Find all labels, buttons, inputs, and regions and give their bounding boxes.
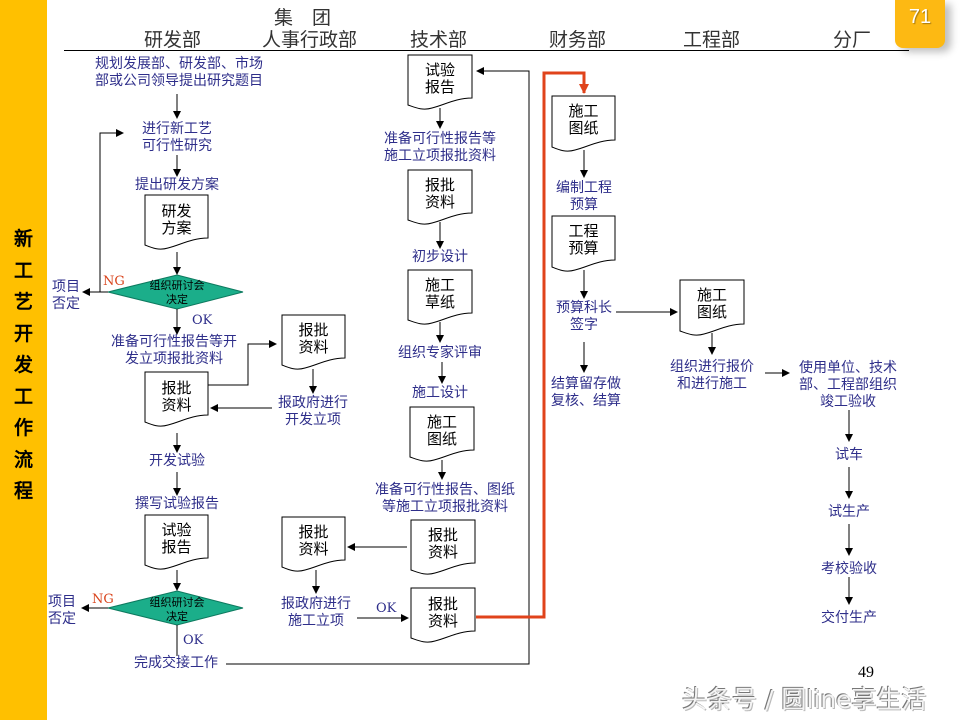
title-char: 工	[13, 385, 33, 408]
reject-label-1: 项目否定	[52, 279, 80, 312]
column-header-tech: 技术部	[410, 29, 468, 51]
step-trial-run: 试车	[835, 447, 863, 463]
title-char: 开	[13, 322, 33, 345]
doc-tech-approval-1: 报批资料	[424, 176, 455, 211]
doc-tech-approval-3: 报批资料	[427, 595, 458, 630]
column-header-branch: 分厂	[833, 29, 872, 51]
doc-shape-hr-approval1	[281, 314, 346, 370]
header-divider	[64, 50, 909, 51]
ok-label-2: OK	[183, 633, 204, 648]
title-char: 艺	[13, 291, 33, 313]
doc-shape-eng-drawing	[679, 279, 745, 336]
doc-rd-report: 试验报告	[161, 521, 192, 556]
doc-shape-finance-budget	[551, 215, 616, 272]
step-feasibility-research: 进行新工艺可行性研究	[142, 121, 212, 154]
column-header-group: 集 团	[274, 7, 332, 29]
doc-hr-approval-1: 报批资料	[298, 321, 329, 356]
doc-tech-draft: 施工草纸	[424, 276, 455, 311]
title-char: 新	[13, 228, 33, 250]
doc-shape-tech-approval2	[410, 519, 476, 575]
decision-2-label: 组织研讨会决定	[149, 596, 205, 623]
doc-shape-tech-approval3	[410, 587, 476, 643]
doc-finance-drawing: 施工图纸	[568, 102, 599, 137]
doc-shape-tech-draft	[407, 269, 473, 325]
ng-label-1: NG	[103, 274, 125, 289]
page-number: 49	[858, 664, 874, 681]
step-quote-construct: 组织进行报价和进行施工	[670, 359, 754, 392]
step-expert-review: 组织专家评审	[398, 345, 482, 361]
doc-shape-tech-report	[407, 54, 473, 110]
step-construction-design: 施工设计	[412, 385, 468, 401]
doc-tech-report: 试验报告	[424, 61, 455, 96]
step-assessment: 考校验收	[821, 561, 877, 577]
doc-shape-rd-approval	[144, 371, 209, 427]
title-char: 流	[13, 448, 33, 471]
watermark: 头条号 / 圆line享生活	[682, 685, 927, 714]
column-header-finance: 财务部	[549, 29, 607, 51]
step-topic-proposal: 规划发展部、研发部、市场部或公司领导提出研究题目	[95, 56, 263, 89]
step-write-report: 撰写试验报告	[135, 496, 219, 512]
decision-1-label: 组织研讨会决定	[149, 279, 205, 306]
column-header-engineering: 工程部	[683, 29, 741, 51]
sidebar: 新 工 艺 开 发 工 作 流 程	[0, 0, 47, 720]
step-prepare-construct-docs: 准备可行性报告、图纸等施工立项报批资料	[375, 482, 515, 515]
doc-eng-drawing: 施工图纸	[696, 286, 727, 321]
reject-label-2: 项目否定	[48, 594, 76, 627]
step-handover: 完成交接工作	[134, 655, 218, 671]
step-prepare-dev-approval: 准备可行性报告等开发立项报批资料	[111, 334, 237, 367]
column-header-rd: 研发部	[144, 29, 202, 51]
doc-shape-rd-report	[144, 514, 209, 570]
doc-shape-rd-plan	[144, 194, 209, 250]
doc-hr-approval-2: 报批资料	[298, 523, 329, 558]
doc-tech-drawing: 施工图纸	[426, 413, 457, 448]
step-dev-test: 开发试验	[149, 453, 205, 469]
step-delivery: 交付生产	[821, 610, 877, 626]
ok-label-1: OK	[192, 313, 213, 328]
column-header-hr: 人事行政部	[262, 29, 358, 51]
step-budget-sign: 预算科长签字	[556, 300, 612, 333]
ng-label-2: NG	[92, 592, 114, 607]
step-budget-prep: 编制工程预算	[556, 180, 612, 213]
step-propose-plan: 提出研发方案	[135, 177, 219, 193]
title-char: 作	[13, 417, 33, 439]
title-char: 发	[13, 354, 33, 376]
step-prepare-construct-approval: 准备可行性报告等施工立项报批资料	[384, 131, 496, 164]
red-connector	[476, 71, 589, 619]
doc-rd-approval: 报批资料	[161, 379, 192, 414]
step-completion-acceptance: 使用单位、技术部、工程部组织竣工验收	[799, 360, 897, 410]
step-trial-production: 试生产	[828, 504, 870, 520]
doc-finance-budget: 工程预算	[568, 222, 599, 257]
doc-shape-finance-drawing	[551, 95, 616, 152]
step-gov-dev-approval: 报政府进行开发立项	[278, 395, 348, 428]
doc-shape-hr-approval2	[281, 516, 346, 572]
step-gov-construct-approval: 报政府进行施工立项	[281, 596, 351, 629]
doc-rd-plan: 研发方案	[161, 202, 192, 237]
doc-shape-tech-drawing	[409, 406, 475, 462]
title-char: 程	[13, 480, 33, 502]
title-char: 工	[13, 259, 33, 282]
doc-tech-approval-2: 报批资料	[427, 526, 458, 561]
slide-title: 新 工 艺 开 发 工 作 流 程	[0, 224, 47, 508]
slide-number-badge: 71	[895, 0, 945, 48]
step-settlement: 结算留存做复核、结算	[551, 376, 621, 409]
ok-label-hr: OK	[376, 601, 397, 616]
doc-shape-tech-approval1	[407, 169, 473, 225]
step-preliminary-design: 初步设计	[412, 249, 468, 265]
